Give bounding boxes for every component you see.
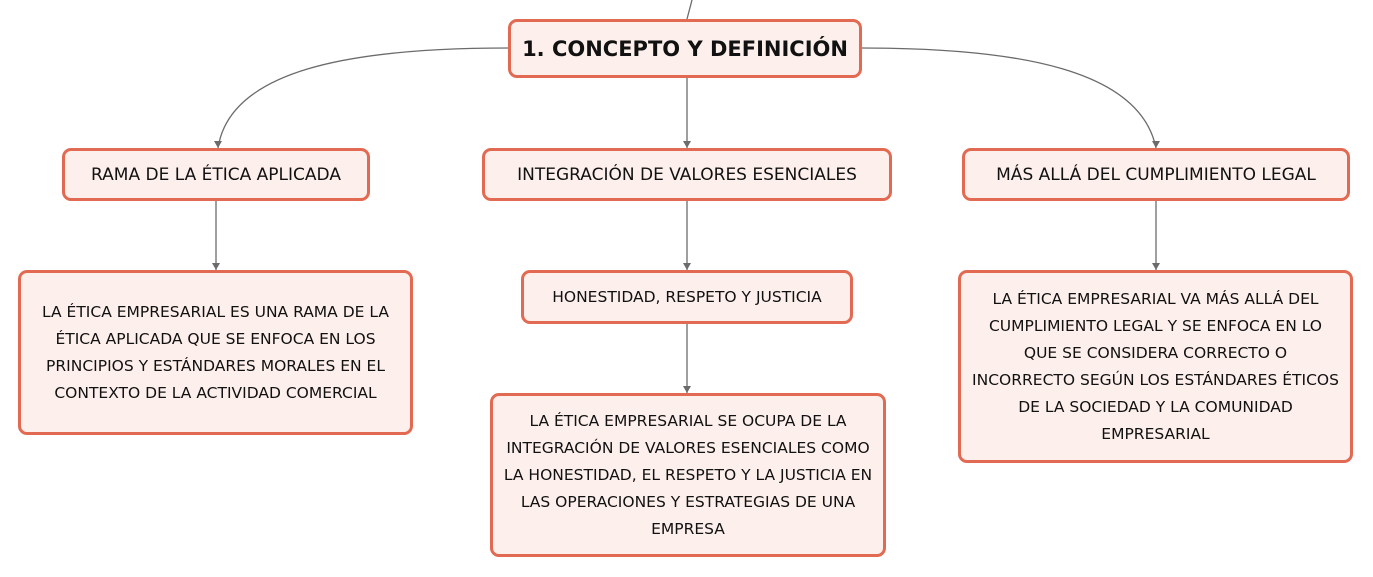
arrow-mas-desc (1152, 263, 1160, 270)
arrow-mas (1152, 141, 1160, 148)
connector-root-mas (861, 47, 1157, 149)
branch-node-label: INTEGRACIÓN DE VALORES ESENCIALES (517, 164, 857, 185)
branch-node-integracion-valores[interactable]: INTEGRACIÓN DE VALORES ESENCIALES (482, 148, 892, 201)
subnode-honestidad-respeto-justicia[interactable]: HONESTIDAD, RESPETO Y JUSTICIA (521, 270, 853, 324)
description-text: LA ÉTICA EMPRESARIAL VA MÁS ALLÁ DEL CUM… (972, 289, 1339, 443)
arrow-integ-hon (683, 263, 691, 270)
description-node-rama[interactable]: LA ÉTICA EMPRESARIAL ES UNA RAMA DE LA É… (18, 270, 413, 435)
arrow-rama (214, 141, 222, 148)
branch-node-label: MÁS ALLÁ DEL CUMPLIMIENTO LEGAL (996, 164, 1316, 185)
arrow-integ (683, 141, 691, 148)
connector-root-rama (217, 47, 509, 149)
description-node-integracion[interactable]: LA ÉTICA EMPRESARIAL SE OCUPA DE LA INTE… (490, 393, 886, 557)
branch-node-label: RAMA DE LA ÉTICA APLICADA (91, 164, 341, 185)
description-node-cumplimiento[interactable]: LA ÉTICA EMPRESARIAL VA MÁS ALLÁ DEL CUM… (958, 270, 1353, 463)
connector-parent-root (686, 0, 693, 20)
root-node-label: 1. CONCEPTO Y DEFINICIÓN (522, 36, 848, 61)
arrow-rama-desc (212, 263, 220, 270)
root-node[interactable]: 1. CONCEPTO Y DEFINICIÓN (508, 19, 862, 78)
branch-node-cumplimiento-legal[interactable]: MÁS ALLÁ DEL CUMPLIMIENTO LEGAL (962, 148, 1350, 201)
description-text: LA ÉTICA EMPRESARIAL SE OCUPA DE LA INTE… (503, 411, 873, 538)
subnode-label: HONESTIDAD, RESPETO Y JUSTICIA (552, 288, 822, 306)
description-text: LA ÉTICA EMPRESARIAL ES UNA RAMA DE LA É… (42, 302, 389, 402)
branch-node-rama-etica-aplicada[interactable]: RAMA DE LA ÉTICA APLICADA (62, 148, 370, 201)
arrow-hon-desc (683, 386, 691, 393)
